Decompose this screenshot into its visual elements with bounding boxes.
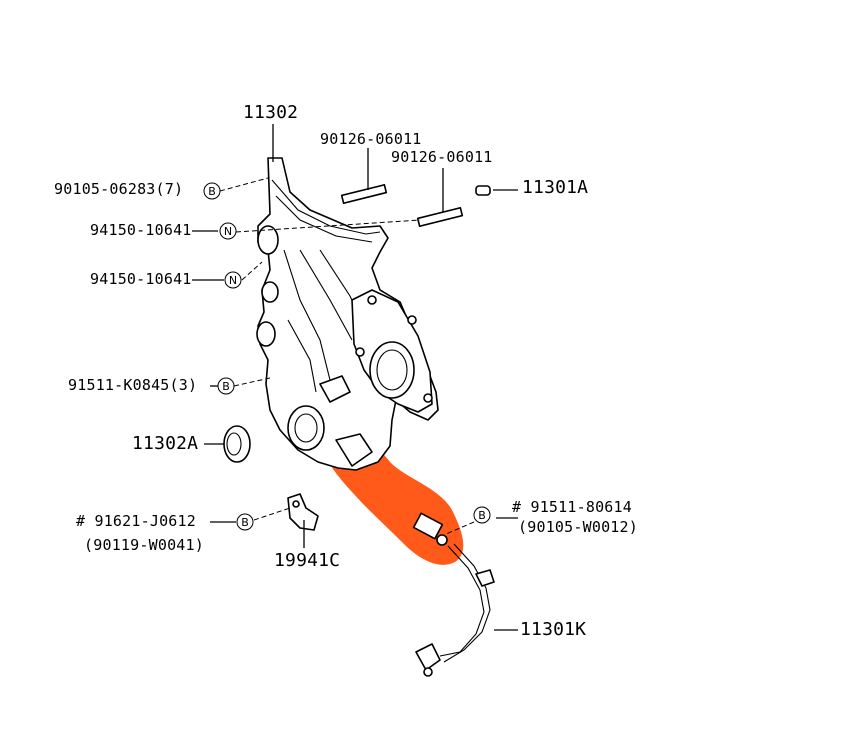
label-94150-b: 94150-10641: [90, 270, 192, 288]
nut-symbol: N: [224, 271, 242, 289]
label-90126-a: 90126-06011: [320, 130, 422, 148]
label-91511-80614: # 91511-80614: [512, 498, 632, 516]
svg-text:B: B: [208, 185, 216, 198]
svg-text:B: B: [478, 509, 486, 522]
nut-symbol: N: [219, 222, 237, 240]
crank-sensor: [335, 433, 448, 546]
label-90119: (90119-W0041): [84, 536, 204, 554]
plug-11301a: [475, 185, 491, 196]
svg-text:N: N: [229, 274, 237, 287]
svg-text:N: N: [224, 225, 232, 238]
label-90126-b: 90126-06011: [391, 148, 493, 166]
bolt-symbol: B: [473, 506, 491, 524]
bolt-symbol: B: [236, 513, 254, 531]
bracket-19941c: [287, 493, 319, 531]
label-91621: # 91621-J0612: [76, 512, 196, 530]
timing-cover: [256, 157, 439, 471]
label-11302: 11302: [243, 102, 298, 123]
svg-text:B: B: [222, 380, 230, 393]
stud-bolt-2: [416, 206, 464, 228]
bolt-symbol: B: [217, 377, 235, 395]
label-91511-k0845: 91511-K0845(3): [68, 376, 197, 394]
sensor-wire: [415, 543, 495, 677]
label-94150-a: 94150-10641: [90, 221, 192, 239]
bolt-symbol: B: [203, 182, 221, 200]
label-11301k: 11301K: [520, 619, 586, 640]
label-11301a: 11301A: [522, 177, 588, 198]
oil-seal: [223, 425, 251, 463]
label-19941c: 19941C: [274, 550, 340, 571]
label-90105-w0012: (90105-W0012): [518, 518, 638, 536]
stud-bolt-1: [340, 183, 388, 205]
svg-text:B: B: [241, 516, 249, 529]
label-11302a: 11302A: [132, 433, 198, 454]
label-90105: 90105-06283(7): [54, 180, 183, 198]
